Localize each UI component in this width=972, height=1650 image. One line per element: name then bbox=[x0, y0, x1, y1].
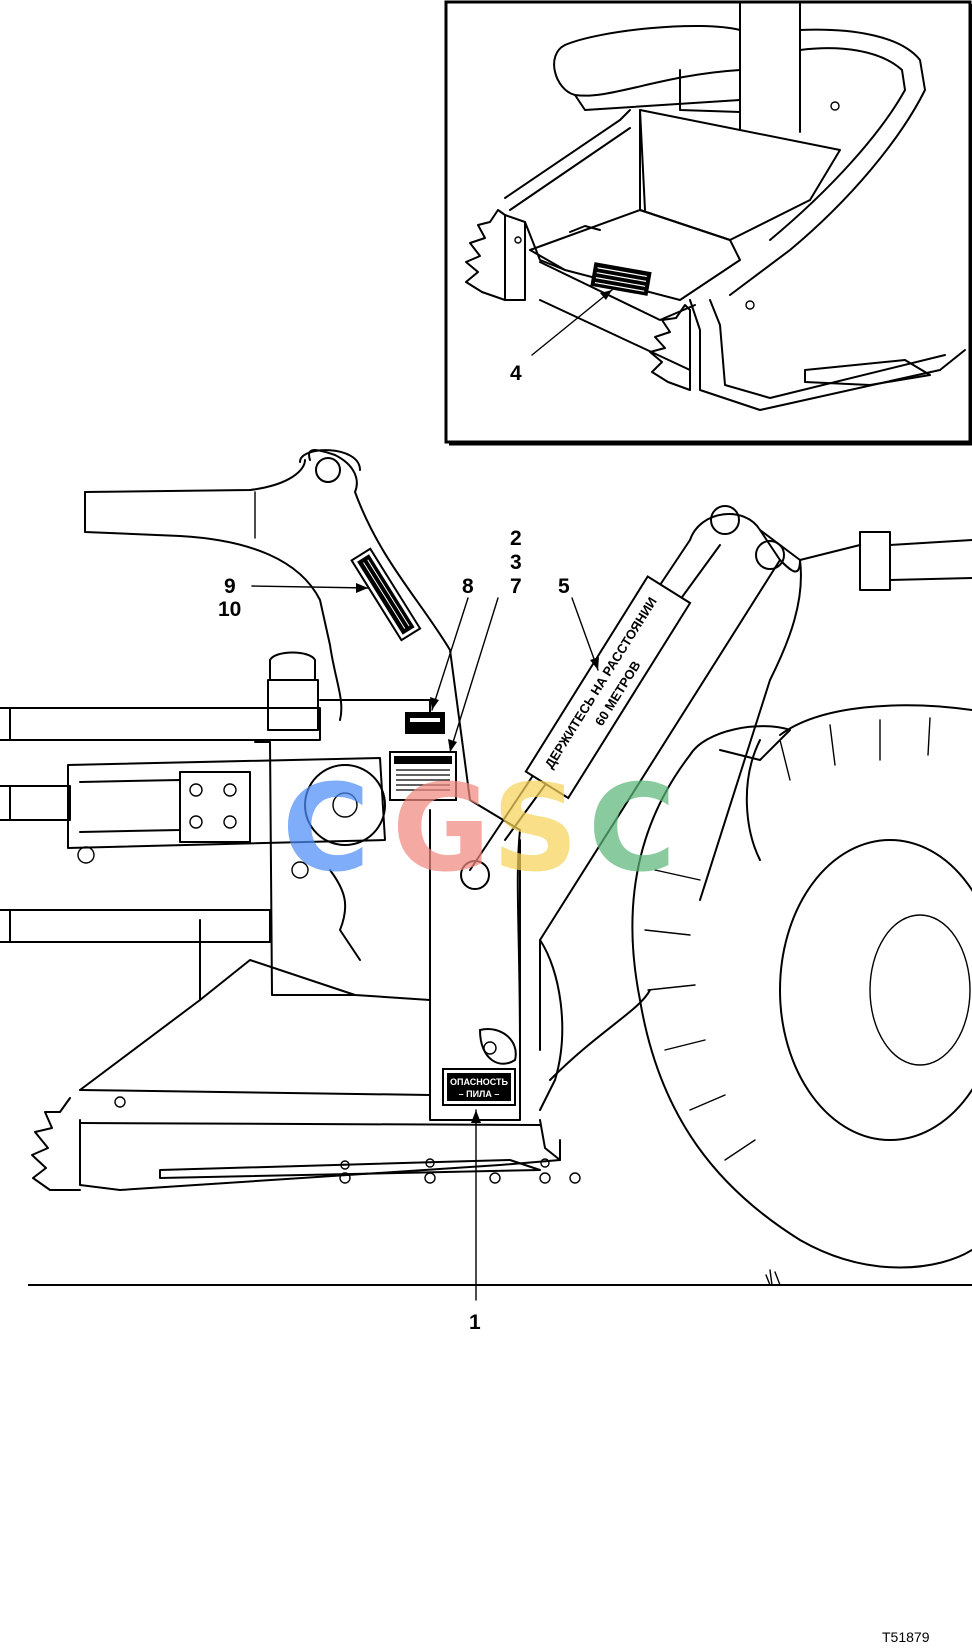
callout-3: 3 bbox=[510, 551, 522, 574]
svg-text:– ПИЛА –: – ПИЛА – bbox=[459, 1089, 500, 1099]
callout-7: 7 bbox=[510, 575, 522, 598]
svg-text:C: C bbox=[282, 760, 370, 899]
svg-text:G: G bbox=[392, 760, 491, 899]
callout-8: 8 bbox=[462, 575, 474, 598]
figure-reference: T51879 bbox=[882, 1629, 930, 1645]
svg-text:C: C bbox=[588, 760, 676, 899]
decal-8 bbox=[405, 712, 445, 734]
callout-4: 4 bbox=[510, 362, 522, 385]
callout-2: 2 bbox=[510, 527, 522, 550]
callout-5: 5 bbox=[558, 575, 570, 598]
bolts bbox=[339, 1158, 581, 1184]
svg-text:ОПАСНОСТЬ: ОПАСНОСТЬ bbox=[450, 1077, 509, 1087]
svg-text:S: S bbox=[492, 760, 578, 899]
decal-4 bbox=[590, 262, 652, 296]
callout-10: 10 bbox=[218, 598, 241, 621]
decal-5 bbox=[524, 575, 692, 800]
callout-1: 1 bbox=[469, 1311, 481, 1334]
watermark-logo: C G S C bbox=[282, 760, 676, 899]
callout-9: 9 bbox=[224, 575, 236, 598]
inset-detail: 4 bbox=[444, 0, 972, 446]
